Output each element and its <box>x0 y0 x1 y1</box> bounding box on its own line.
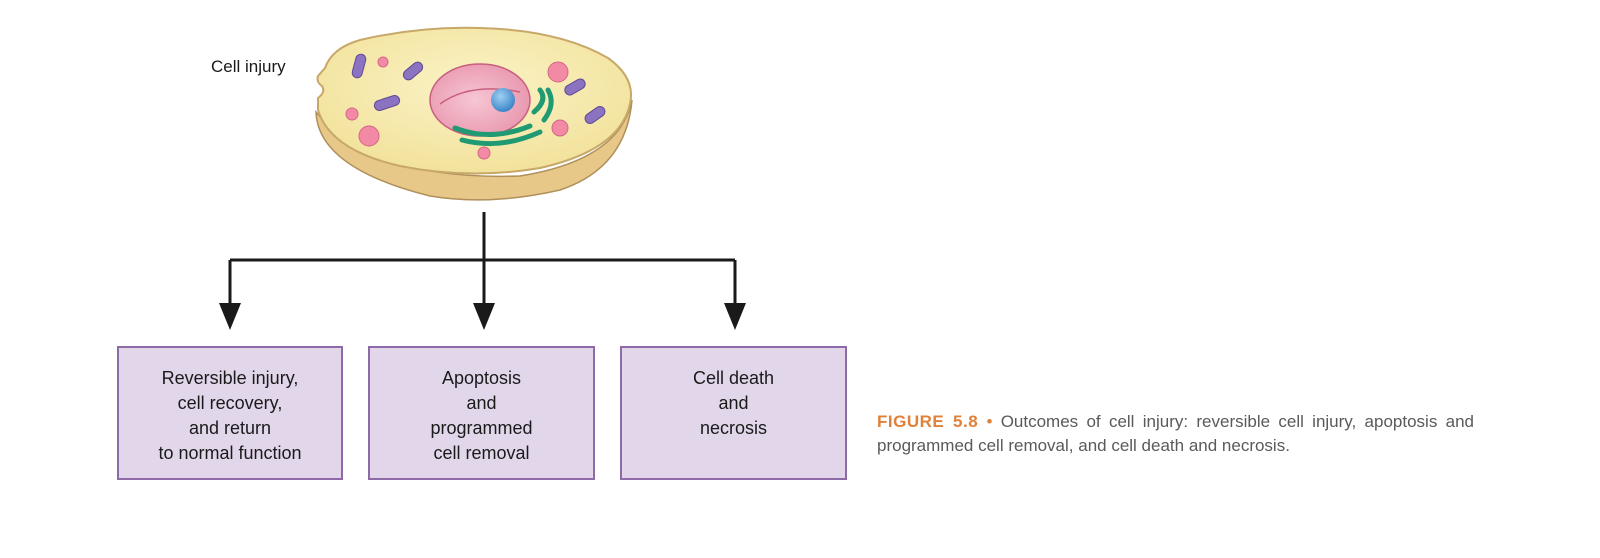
box-line: Cell death <box>692 368 775 388</box>
box-line: and <box>466 393 497 413</box>
caption-bullet: • <box>986 412 993 431</box>
connector-lines <box>228 212 737 310</box>
cell-injury-label: Cell injury <box>211 57 286 76</box>
box-line: necrosis <box>699 418 768 438</box>
box-line: programmed <box>430 418 533 438</box>
figure-label: FIGURE 5.8 <box>877 412 979 431</box>
mitochondria <box>351 53 606 124</box>
box-line: and <box>718 393 749 413</box>
outcome-box-reversible-injury: Reversible injury, cell recovery, and re… <box>117 346 343 480</box>
figure-caption: FIGURE 5.8 • Outcomes of cell injury: re… <box>877 410 1474 458</box>
arrowhead-3 <box>724 303 746 330</box>
vesicles <box>345 56 569 160</box>
arrowhead-1 <box>219 303 241 330</box>
cell-illustration <box>315 26 633 201</box>
box-line: to normal function <box>158 443 302 463</box>
endoplasmic-reticulum <box>452 87 554 147</box>
box-line: Apoptosis <box>441 368 522 388</box>
outcome-box-necrosis: Cell death and necrosis <box>620 346 847 480</box>
box-line: and return <box>188 418 272 438</box>
box-line: Reversible injury, <box>161 368 299 388</box>
outcome-box-apoptosis: Apoptosis and programmed cell removal <box>368 346 595 480</box>
cell-base <box>315 99 633 201</box>
caption-text: Outcomes of cell injury: reversible cell… <box>877 412 1474 455</box>
nuclear-fold <box>439 88 521 105</box>
nucleolus <box>491 88 515 112</box>
box-line: cell removal <box>433 443 530 463</box>
arrowhead-2 <box>473 303 495 330</box>
box-line: cell recovery, <box>177 393 283 413</box>
